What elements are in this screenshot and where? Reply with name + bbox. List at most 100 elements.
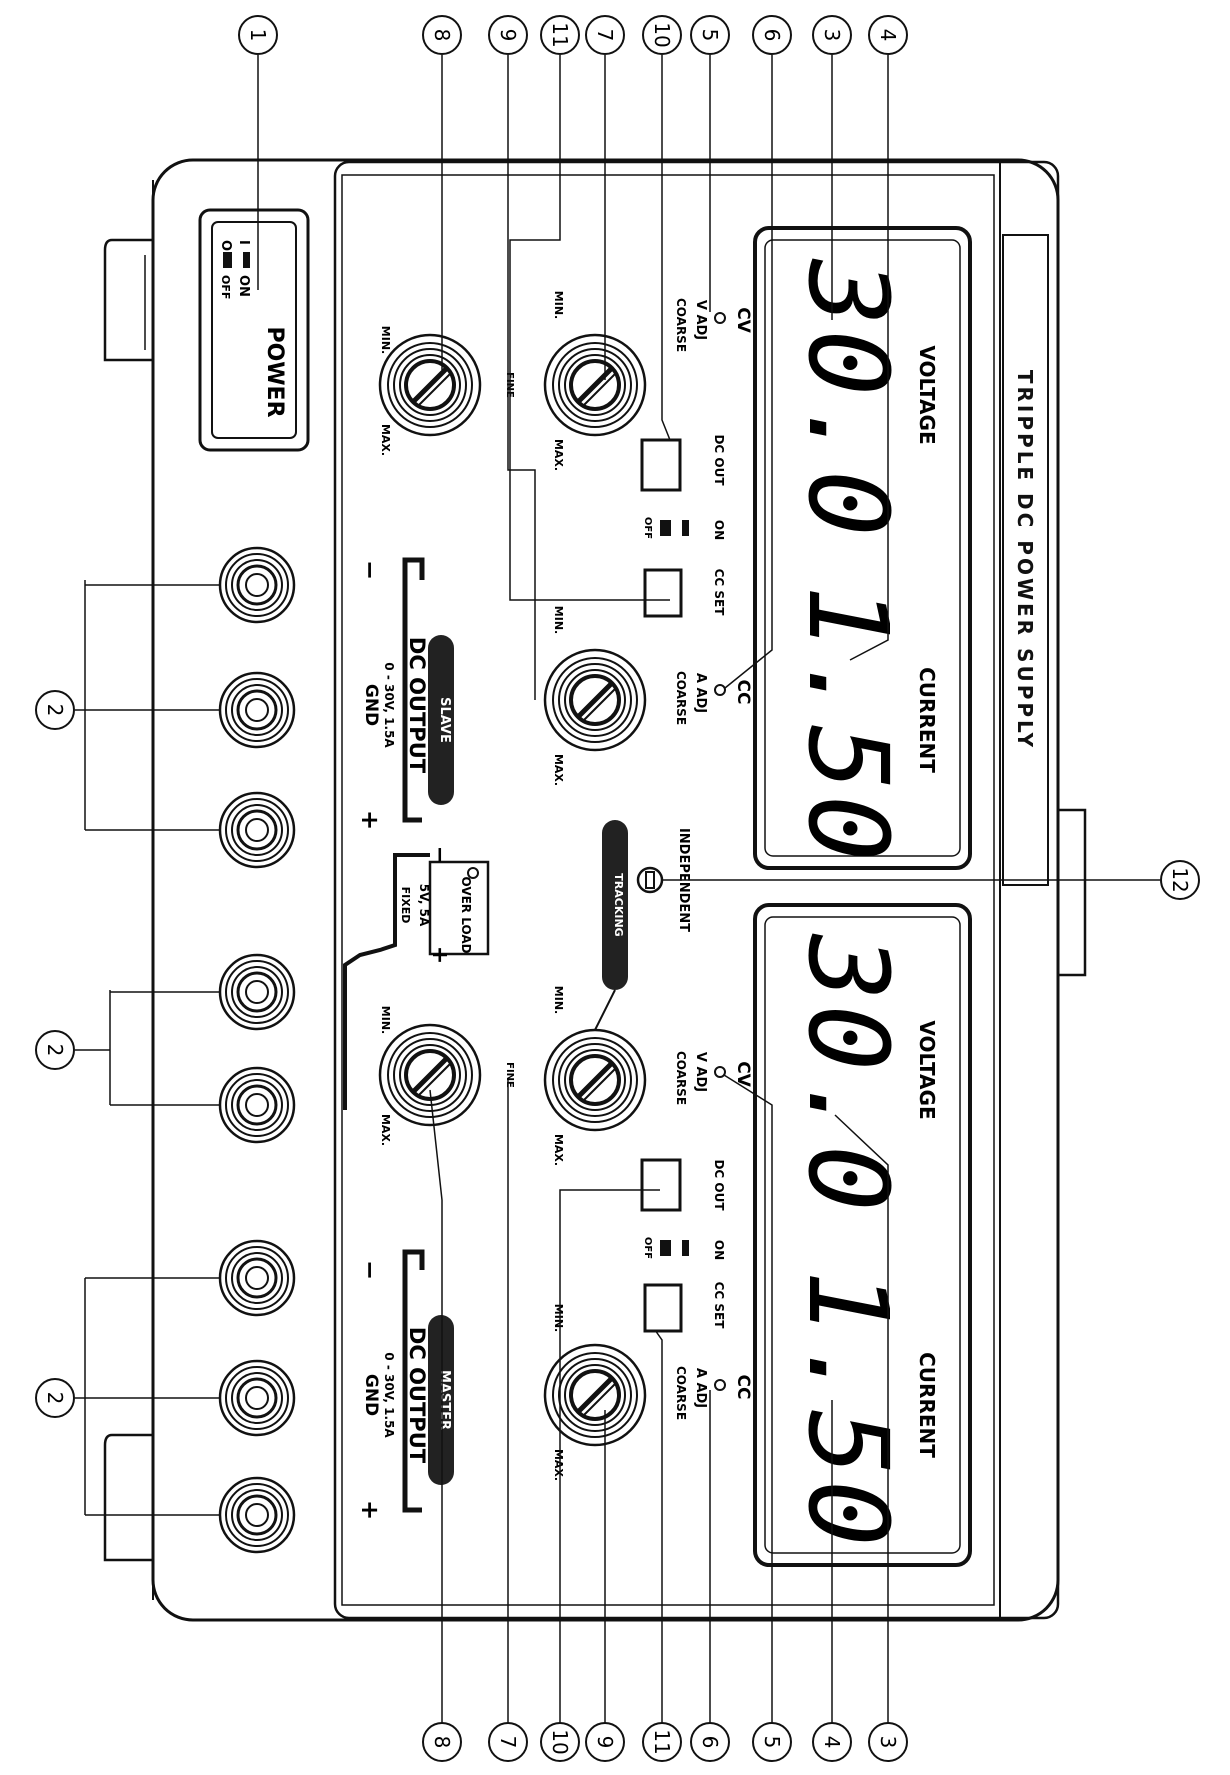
terminal-fixed-minus[interactable] (218, 953, 296, 1031)
a-adj-label-slave: A ADJ (693, 673, 708, 713)
cv-label-slave: CV (733, 307, 753, 333)
callout-bottom-7: 5 (752, 1722, 792, 1762)
current-label-slave: CURRENT (915, 667, 939, 773)
current-readout-master: 1.50 (784, 1270, 912, 1551)
callout-left-3: 2 (35, 1378, 75, 1418)
callout-number: 2 (43, 1044, 67, 1057)
v-fine-knob-master[interactable] (380, 1025, 480, 1125)
callout-number: 6 (698, 1736, 722, 1749)
title-text: TRIPPLE DC POWER SUPPLY (1013, 370, 1037, 750)
v-fine-min-slave: MIN. (379, 326, 392, 354)
callout-number: 12 (1168, 867, 1192, 892)
cc-set-label-master: CC SET (712, 1282, 726, 1330)
tracking-label: TRACKING (612, 873, 625, 936)
a-coarse-max-slave: MAX. (552, 754, 565, 786)
callout-number: 7 (593, 29, 617, 42)
cc-set-label-slave: CC SET (712, 569, 726, 617)
callout-top-2: 8 (422, 15, 462, 55)
callouts-left: 2 2 2 (35, 690, 75, 1418)
front-panel (333, 160, 1060, 1620)
a-coarse-min-slave: MIN. (552, 606, 565, 634)
v-coarse-knob-master[interactable] (545, 1030, 645, 1130)
master-badge: MASTER (437, 1370, 452, 1430)
coarse-label-master-a: COARSE (674, 1366, 688, 1420)
callout-top-6: 10 (642, 15, 682, 55)
power-on-mark: I (236, 240, 251, 245)
tracking-switch[interactable]: TRACKING INDEPENDENT (594, 820, 691, 1031)
a-adj-label-master: A ADJ (693, 1368, 708, 1408)
callout-top-5: 7 (585, 15, 625, 55)
master-output-label: MASTER DC OUTPUT 0 - 30V, 1.5A GND − + (356, 1249, 454, 1520)
callout-number: 11 (548, 22, 572, 47)
power-switch[interactable]: I ON O OFF POWER (198, 208, 310, 452)
slave-output-label: SLAVE DC OUTPUT 0 - 30V, 1.5A GND − + (356, 557, 454, 830)
overload-label: OVER LOAD (459, 876, 473, 953)
v-fine-knob-slave[interactable] (380, 335, 480, 435)
voltage-label-slave: VOLTAGE (915, 345, 939, 444)
callout-number: 2 (43, 1392, 67, 1405)
foot-top (103, 238, 153, 362)
current-label-master: CURRENT (915, 1352, 939, 1458)
slave-controls: CV V ADJ COARSE MIN. MAX. FINE MIN. MAX.… (379, 291, 753, 786)
fixed-output-label: OVER LOAD 5V, 5A FIXED − + (343, 846, 490, 1110)
v-adj-label-master: V ADJ (693, 1052, 708, 1092)
terminal-master-minus[interactable] (218, 1239, 296, 1317)
power-off-mark: O (218, 240, 233, 251)
terminal-slave-minus[interactable] (218, 546, 296, 624)
display-slave: VOLTAGE 30.0 CURRENT 1.50 (753, 226, 972, 870)
callout-bottom-8: 4 (812, 1722, 852, 1762)
fine-label-master: FINE (504, 1062, 515, 1088)
callout-number: 10 (548, 1729, 572, 1754)
coarse-label-slave-v: COARSE (674, 298, 688, 352)
v-coarse-min-master: MIN. (552, 986, 565, 1014)
slave-output-spec: 0 - 30V, 1.5A (382, 662, 396, 748)
dc-out-on-slave: ON (712, 520, 726, 540)
callout-number: 5 (698, 29, 722, 42)
master-plus: + (356, 1500, 384, 1520)
callout-top-7: 5 (690, 15, 730, 55)
master-controls: CV V ADJ COARSE MIN. MAX. FINE MIN. MAX.… (379, 986, 753, 1481)
callout-number: 4 (876, 29, 900, 42)
foot-bottom (103, 1433, 153, 1562)
callout-bottom-2: 7 (488, 1722, 528, 1762)
dc-out-label-slave: DC OUT (712, 434, 726, 486)
cc-set-button-slave[interactable] (643, 568, 683, 618)
callout-right-1: 12 (1160, 860, 1200, 900)
title-strip (1002, 234, 1049, 886)
callout-number: 6 (760, 29, 784, 42)
v-coarse-max-slave: MAX. (552, 439, 565, 471)
leader-lines (75, 55, 1160, 1725)
callout-number: 2 (43, 704, 67, 717)
fixed-plus: + (427, 946, 452, 964)
terminal-slave-gnd[interactable] (218, 671, 296, 749)
callout-number: 1 (246, 29, 270, 42)
dc-out-button-master[interactable] (640, 1158, 682, 1212)
terminal-fixed-plus[interactable] (218, 1066, 296, 1144)
a-coarse-max-master: MAX. (552, 1449, 565, 1481)
power-title: POWER (262, 326, 287, 417)
current-readout-slave: 1.50 (784, 585, 912, 866)
v-fine-min-master: MIN. (379, 1006, 392, 1034)
terminal-slave-plus[interactable] (218, 791, 296, 869)
callout-bottom-6: 6 (690, 1722, 730, 1762)
terminal-master-gnd[interactable] (218, 1359, 296, 1437)
dc-out-off-master: OFF (642, 1237, 653, 1259)
slave-badge: SLAVE (437, 697, 452, 743)
callout-number: 4 (820, 1736, 844, 1749)
dc-out-label-master: DC OUT (712, 1159, 726, 1211)
fixed-minus: − (427, 846, 452, 864)
callout-number: 7 (496, 1736, 520, 1749)
dc-out-off-slave: OFF (642, 517, 653, 539)
callout-top-10: 4 (868, 15, 908, 55)
slave-output-title: DC OUTPUT (405, 637, 429, 774)
callout-bottom-1: 8 (422, 1722, 462, 1762)
callouts-right: 12 (1160, 860, 1200, 900)
a-coarse-knob-slave[interactable] (545, 650, 645, 750)
cv-led-master (714, 1066, 726, 1078)
v-coarse-knob-slave[interactable] (545, 335, 645, 435)
cc-set-button-master[interactable] (643, 1283, 683, 1333)
dc-out-button-slave[interactable] (640, 438, 682, 492)
callout-top-8: 6 (752, 15, 792, 55)
terminal-master-plus[interactable] (218, 1476, 296, 1554)
power-on-label: ON (236, 275, 251, 297)
